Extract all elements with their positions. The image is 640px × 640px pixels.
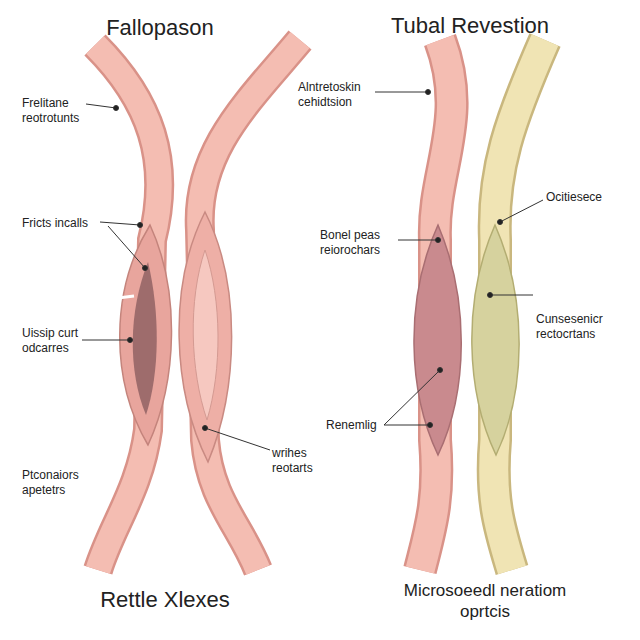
right-tube-yellow [472, 40, 545, 570]
part-label: Frelitane reotrotunts [22, 96, 97, 126]
part-label: wrihes reotarts [272, 446, 332, 476]
part-label: Uissip curt odcarres [22, 326, 92, 356]
part-label: Ptconaiors apetetrs [22, 468, 102, 498]
left-tube-a [95, 45, 172, 570]
part-label: Cunsesenicr rectocrtans [536, 312, 626, 342]
left-tube-b [179, 40, 300, 570]
right-tube-pink [414, 40, 461, 570]
part-label: Bonel peas reiorochars [320, 228, 400, 258]
panel-caption: Microsoeedl neratiom oprtcis [380, 580, 590, 623]
part-label: Ocitiesece [546, 190, 626, 205]
part-label: Renemlig [326, 418, 386, 433]
panel-heading: Tubal Revestion [360, 12, 580, 40]
panel-heading: Fallopason [60, 14, 260, 42]
leader-lines [82, 90, 543, 451]
panel-caption: Rettle Xlexes [55, 586, 275, 614]
part-label: Alntretoskin cehidtsion [298, 80, 378, 110]
part-label: Fricts incalls [22, 216, 107, 231]
